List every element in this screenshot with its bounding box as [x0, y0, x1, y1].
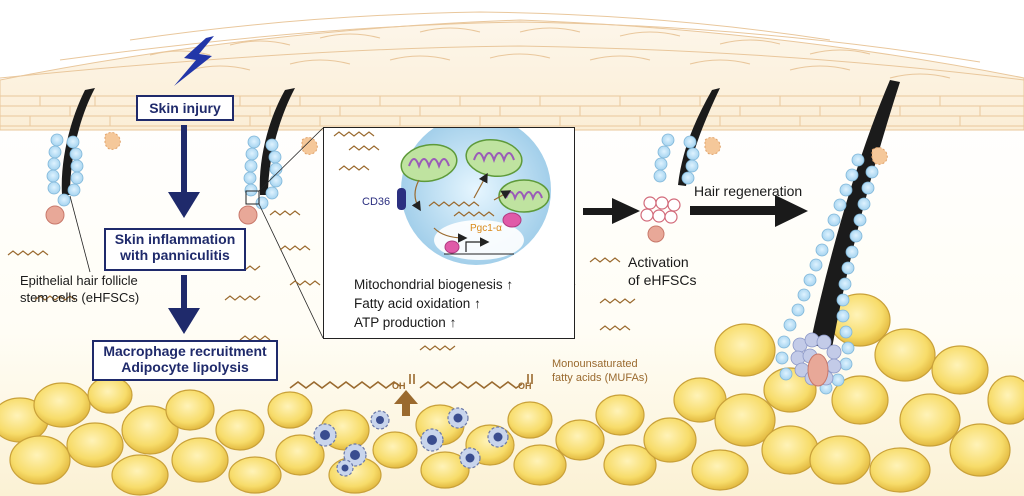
mufa-line-2: fatty acids (MUFAs)	[552, 371, 648, 384]
ehfsc-line-1: Epithelial hair follicle	[20, 273, 138, 288]
cd36-label: CD36	[362, 196, 391, 208]
epidermis-layer	[0, 11, 1024, 131]
mufa-label: Monounsaturated fatty acids (MUFAs)	[552, 358, 648, 386]
secretion-up-arrow	[394, 390, 418, 416]
skin-injury-box: Skin injury	[136, 95, 234, 121]
hair-follicle-left	[45, 88, 121, 225]
mufa-structure-1	[289, 374, 415, 389]
mufa-structure-2	[419, 374, 533, 389]
hair-regeneration-label: Hair regeneration	[694, 183, 803, 199]
activation-label: Activation of eHFSCs	[628, 253, 696, 289]
up-arrow-glyph: ↑	[474, 296, 481, 311]
ehfsc-label: Epithelial hair follicle stem cells (eHF…	[20, 273, 139, 307]
hair-follicle-activated	[640, 88, 721, 243]
zoom-region-box	[245, 190, 260, 205]
panel-illustration	[333, 128, 551, 265]
ehfsc-line-2: stem cells (eHFSCs)	[20, 289, 140, 305]
gene-promoter-arrow	[465, 237, 490, 252]
mito-biogenesis-line: Mitochondrial biogenesis ↑	[354, 277, 513, 292]
flow-arrow-down-2	[168, 275, 200, 334]
cd36-receptor	[397, 188, 406, 210]
macrophage-icon	[313, 407, 509, 477]
transcription-factor-1	[502, 212, 522, 228]
activation-arrow	[583, 198, 640, 224]
mufa-line-1: Monounsaturated	[552, 358, 638, 370]
activation-line-1: Activation	[628, 254, 689, 270]
inflammation-line-2: with panniculitis	[120, 247, 230, 264]
panel-fatty-acids	[333, 131, 495, 217]
mito-biogenesis-text: Mitochondrial biogenesis	[354, 277, 503, 292]
activation-line-2: of eHFSCs	[628, 272, 697, 289]
atp-text: ATP production	[354, 315, 446, 330]
mufa-oh-1: OH	[392, 381, 406, 391]
fao-line: Fatty acid oxidation ↑	[354, 296, 481, 311]
macrophage-line: Macrophage recruitment	[103, 343, 267, 359]
hair-follicle-middle	[238, 88, 324, 339]
lipolysis-line: Adipocyte lipolysis	[121, 359, 249, 376]
ehfsc-pointer-line	[69, 195, 91, 273]
mufa-oh-2: OH	[518, 381, 532, 391]
fao-text: Fatty acid oxidation	[354, 296, 471, 311]
transcription-factor-2	[444, 240, 460, 254]
pgc1a-label: Pgc1-α	[470, 223, 502, 234]
inflammation-box: Skin inflammation with panniculitis	[104, 228, 246, 271]
atp-line: ATP production ↑	[354, 315, 456, 330]
mitochondrion-icon	[400, 139, 550, 213]
up-arrow-glyph: ↑	[506, 277, 514, 292]
skin-injury-label: Skin injury	[149, 100, 221, 116]
zoom-panel: CD36 Pgc1-α Mitochondrial biogenesis ↑ F…	[323, 127, 575, 339]
up-arrow-glyph: ↑	[449, 315, 457, 330]
flow-arrow-down-1	[168, 125, 200, 218]
hair-follicle-regenerated	[775, 80, 900, 395]
regeneration-arrow	[690, 195, 808, 227]
inflammation-line-1: Skin inflammation	[114, 231, 236, 247]
macrophage-lipolysis-box: Macrophage recruitment Adipocyte lipolys…	[92, 340, 278, 381]
